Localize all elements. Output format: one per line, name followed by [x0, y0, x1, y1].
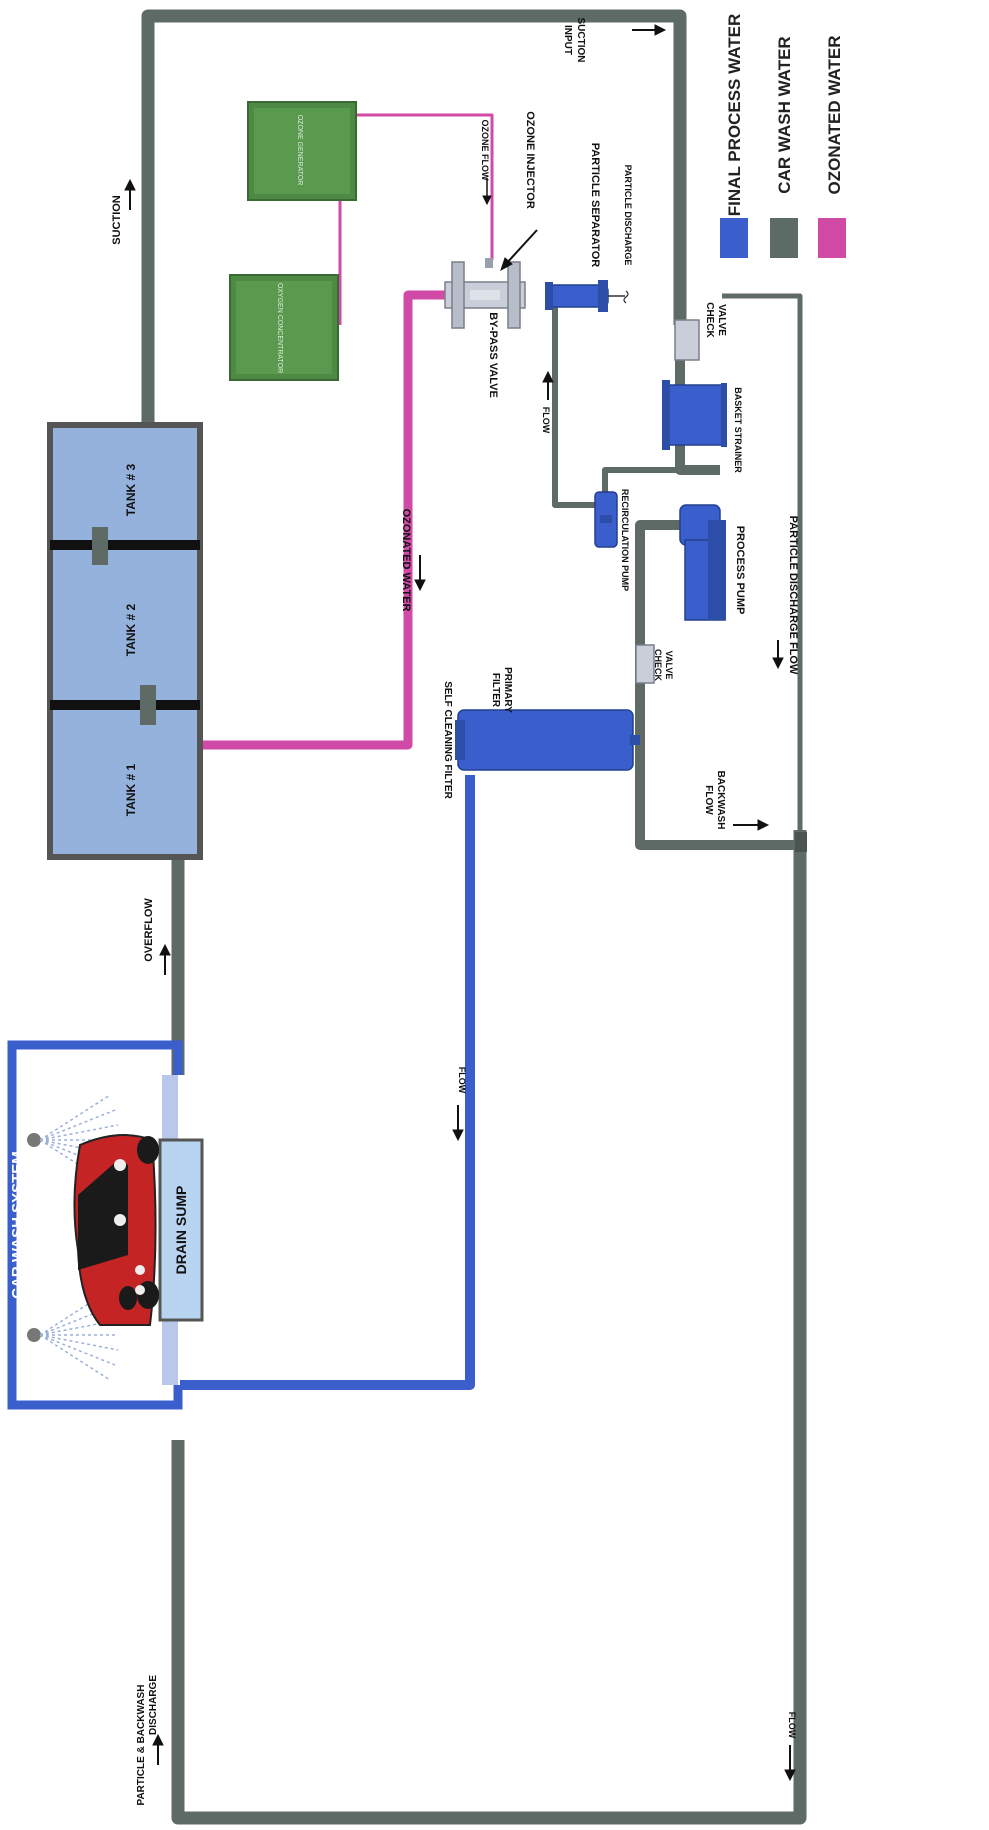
oxygen-concentrator-label: OXYGEN CONCENTRATOR: [276, 283, 283, 373]
primary-filter-label-1: PRIMARY: [502, 667, 513, 713]
bypass-valve-label: BY-PASS VALVE: [487, 312, 499, 398]
check-valve-1-label-a: CHECK: [704, 302, 715, 338]
legend-swatch-ozonated: [818, 218, 846, 258]
legend-label-ozonated: OZONATED WATER: [825, 36, 844, 195]
check-valve-1-label-b: VALVE: [716, 304, 727, 336]
flow-arrows: [124, 24, 796, 1782]
tank-weir: [92, 527, 108, 565]
car-icon: [73, 1134, 159, 1326]
recirculation-pump-icon: [594, 491, 618, 548]
primary-filter-label-2: FILTER: [490, 673, 501, 708]
legend-label-final-process: FINAL PROCESS WATER: [725, 14, 744, 216]
tanks-group: TANK # 3 TANK # 2 TANK # 1: [47, 422, 203, 860]
legend-label-car-wash: CAR WASH WATER: [775, 36, 794, 193]
check-valve-2-label-a-alt: CHECK: [653, 649, 663, 682]
suction-input-label-1: SUCTION: [575, 18, 586, 63]
final-process-water-pipes: [180, 775, 475, 1390]
backwash-flow-label-1: BACKWASH: [715, 771, 726, 830]
tee-junction: [795, 832, 807, 852]
tank-weir: [140, 685, 156, 725]
recirculation-pump-label: RECIRCULATION PUMP: [620, 489, 630, 591]
tank-2-label: TANK # 2: [124, 603, 138, 656]
particle-separator-label: PARTICLE SEPARATOR: [589, 143, 601, 268]
self-cleaning-filter-label: SELF CLEANING FILTER: [442, 681, 453, 799]
primary-filter-icon: [455, 709, 640, 771]
discharge-label-2: DISCHARGE: [148, 1675, 159, 1735]
drain-sump-label: DRAIN SUMP: [173, 1186, 189, 1275]
car-wash-frame: [7, 1040, 183, 1410]
particle-separator-icon: [545, 280, 629, 312]
legend: FINAL PROCESS WATER CAR WASH WATER OZONA…: [720, 14, 846, 258]
tank-3-label: TANK # 3: [124, 463, 138, 516]
overflow-label: OVERFLOW: [143, 898, 155, 962]
particle-discharge-flow-label: PARTICLE DISCHARGE FLOW: [787, 516, 799, 675]
suction-label: SUCTION: [111, 195, 123, 245]
spray-nozzle-icon: [27, 1094, 119, 1186]
drain-sump: [158, 1138, 204, 1322]
check-valve-2-label-b: VALVE: [664, 651, 674, 680]
ozonated-water-label: OZONATED WATER: [400, 509, 412, 612]
ozonated-water-pipes: [190, 113, 494, 750]
ozone-generator: OZONE GENERATOR: [247, 101, 357, 201]
tank-body: [47, 422, 203, 860]
car-wash-title: CAR WASH SYSTEM: [9, 1151, 26, 1299]
car-wash-water-pipes: [141, 9, 807, 1825]
ozone-injector-icon: [444, 258, 526, 329]
oxygen-concentrator: OXYGEN CONCENTRATOR: [229, 274, 339, 381]
flow-label-mid: FLOW: [541, 407, 551, 434]
legend-swatch-final-process: [720, 218, 748, 258]
check-valve-icon: [674, 319, 700, 361]
spray-nozzle-icon: [27, 1289, 119, 1381]
ozone-flow-label: OZONE FLOW: [480, 120, 490, 181]
check-valve-icon: [635, 644, 655, 684]
legend-swatch-car-wash: [770, 218, 798, 258]
tank-divider: [50, 540, 200, 550]
process-pump-label: PROCESS PUMP: [734, 526, 746, 615]
backwash-flow-label-2: FLOW: [703, 785, 714, 815]
car-wash-system: DRAIN SUMP CAR WASH SYSTEM: [7, 1040, 204, 1410]
basket-strainer-label: BASKET STRAINER: [733, 387, 743, 473]
suction-input-label-2: INPUT: [562, 25, 573, 55]
process-pump-icon: [679, 504, 726, 621]
ozone-generator-label: OZONE GENERATOR: [296, 115, 303, 186]
tank-divider: [50, 700, 200, 710]
tank-1-label: TANK # 1: [124, 763, 138, 816]
ozone-injector-label: OZONE INJECTOR: [524, 111, 536, 209]
flow-label-right: FLOW: [787, 1712, 797, 1739]
discharge-label-1: PARTICLE & BACKWASH: [136, 1685, 147, 1806]
particle-discharge-label: PARTICLE DISCHARGE: [623, 165, 633, 266]
basket-strainer-icon: [662, 380, 727, 450]
flow-label-left: FLOW: [457, 1067, 467, 1094]
